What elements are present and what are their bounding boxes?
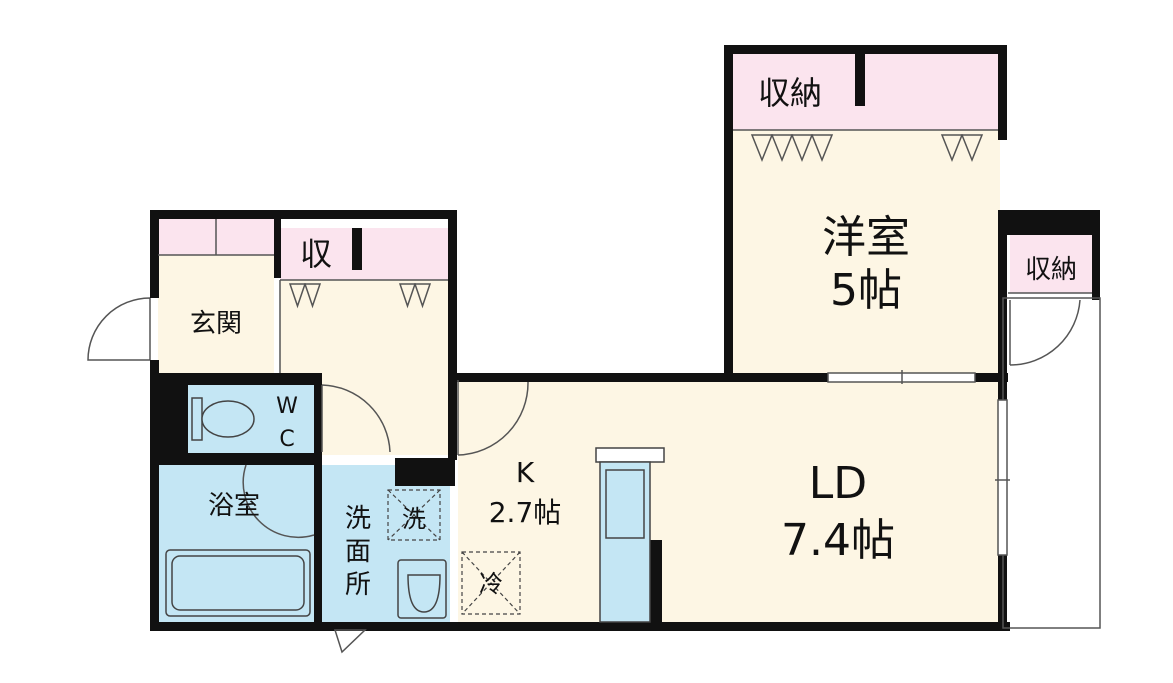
windows <box>827 370 1010 556</box>
bathtub <box>165 549 311 617</box>
room-size-ld: 7.4帖 <box>781 515 895 566</box>
side-closet <box>1010 235 1092 293</box>
washroom-label-2: 面 <box>345 537 371 567</box>
fridge-label: 冷 <box>479 570 503 598</box>
washroom-label-3: 所 <box>345 570 371 600</box>
western-room-floor <box>732 130 1000 375</box>
storage-label-side: 収納 <box>1025 255 1077 285</box>
toilet <box>191 397 255 441</box>
fridge-space <box>461 551 521 615</box>
wash-basin <box>397 559 447 619</box>
kitchen-counter <box>595 447 665 623</box>
entrance-floor <box>158 255 274 373</box>
room-name-ld: LD <box>809 458 867 509</box>
wc-label-1: W <box>276 394 298 419</box>
washer-label: 洗 <box>402 505 426 533</box>
wc-label-2: C <box>279 427 294 452</box>
walls <box>150 45 1100 631</box>
room-name-bath: 浴室 <box>208 491 260 521</box>
storage-label-top: 収納 <box>758 74 822 112</box>
hall-storage <box>280 228 448 280</box>
room-name-entrance: 玄関 <box>190 309 242 339</box>
storage-label-small: 収 <box>300 235 332 273</box>
washer-space <box>387 489 441 541</box>
kitchen-ld-floor <box>458 380 1000 622</box>
room-size-western: 5帖 <box>830 265 902 316</box>
washroom-label-1: 洗 <box>345 504 371 534</box>
room-size-kitchen: 2.7帖 <box>489 496 562 529</box>
folding-doors <box>288 134 984 309</box>
door-swings <box>87 297 1081 654</box>
room-name-kitchen: K <box>516 456 535 489</box>
room-name-western: 洋室 <box>822 212 910 263</box>
